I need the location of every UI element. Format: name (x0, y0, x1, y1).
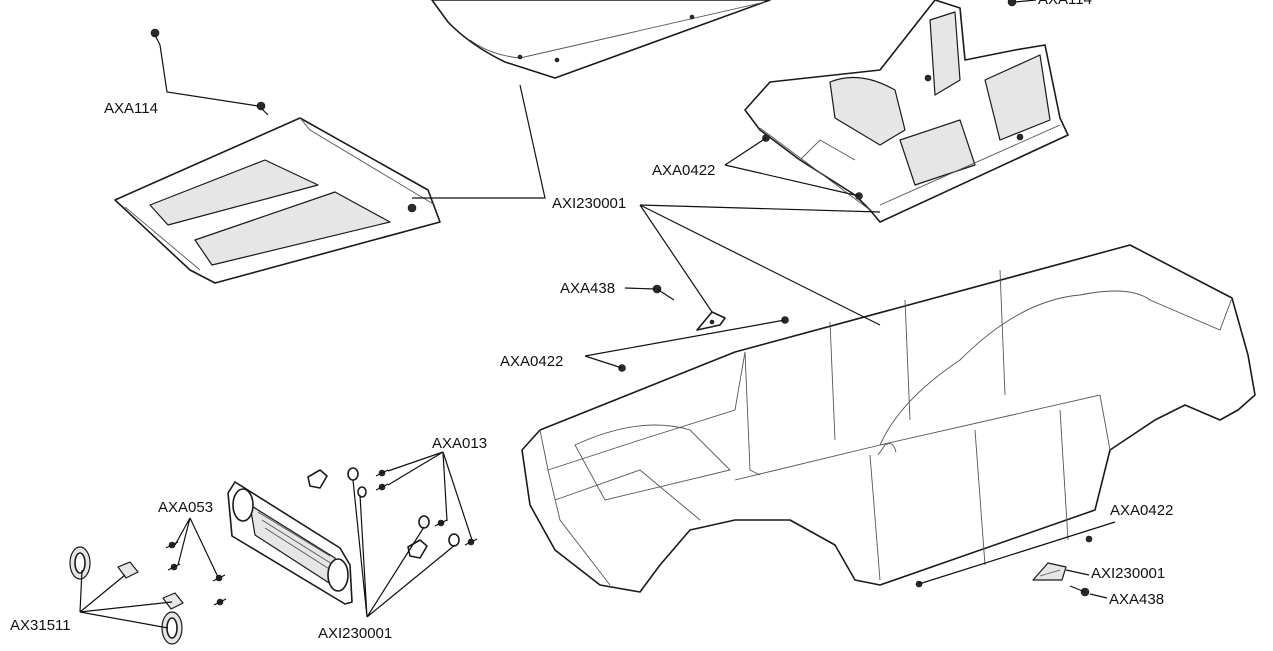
bracket-center (696, 311, 726, 331)
roof-panel (431, 0, 771, 79)
label-axa0422-seat: AXA0422 (652, 162, 715, 179)
label-ax31511: AX31511 (10, 617, 71, 634)
front-grille (227, 481, 353, 605)
hood-panel (114, 117, 441, 284)
label-axa114-top: AXA114 (1038, 0, 1092, 8)
label-axa013: AXA013 (432, 435, 487, 452)
screws (150, 28, 1093, 606)
interior-seat-tub (744, 0, 1069, 223)
label-axa0422-mid: AXA0422 (500, 353, 563, 370)
leader-lines (79, 0, 1116, 629)
part-labels: AXA114 AXA114 AXA0422 AXI230001 AXA438 A… (10, 0, 1173, 642)
wheel-rings (69, 546, 184, 645)
label-axa114-left: AXA114 (104, 100, 158, 117)
label-axi230001-center: AXI230001 (552, 195, 626, 212)
label-axa0422-right: AXA0422 (1110, 502, 1173, 519)
label-axi230001-right: AXI230001 (1091, 565, 1165, 582)
label-axa053: AXA053 (158, 499, 213, 516)
label-axa438-right: AXA438 (1109, 591, 1164, 608)
main-body-shell (521, 244, 1256, 593)
label-axa438-center: AXA438 (560, 280, 615, 297)
bracket-right (1032, 562, 1067, 581)
label-axi230001-grille: AXI230001 (318, 625, 392, 642)
